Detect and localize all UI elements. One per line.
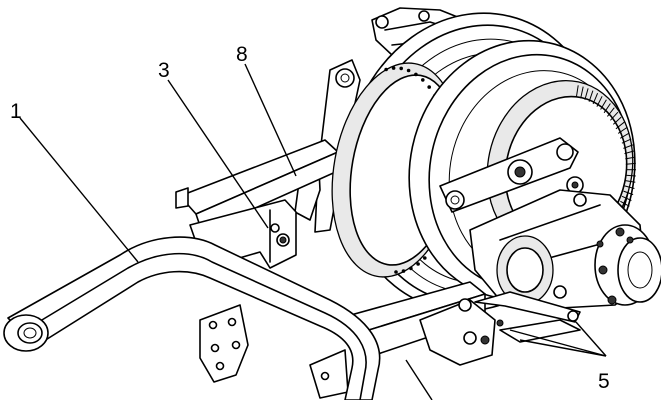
gear-tooth xyxy=(612,116,622,125)
gear-tooth xyxy=(607,107,615,117)
tube-frame-1 xyxy=(3,236,381,400)
leader-lines xyxy=(19,63,607,400)
disc-hole xyxy=(384,67,388,72)
gear-tooth xyxy=(592,93,599,105)
callout-3: 3 xyxy=(158,59,170,82)
gear-tooth xyxy=(580,86,584,99)
gear-tooth xyxy=(625,162,636,165)
callout-1: 1 xyxy=(10,100,22,123)
gear-tooth xyxy=(619,132,630,139)
gear-tooth xyxy=(625,174,636,177)
mount-plate xyxy=(199,304,349,399)
disc-hole xyxy=(399,66,404,71)
disc-hole xyxy=(427,85,432,89)
gear-tooth xyxy=(625,156,636,160)
gear-tooth xyxy=(600,99,607,110)
disc-hole xyxy=(414,72,418,77)
gear-tooth xyxy=(617,127,628,134)
gear-tooth xyxy=(610,111,619,121)
disc-hole xyxy=(391,66,396,70)
disc-hole xyxy=(406,68,411,73)
gear-tooth xyxy=(603,103,611,114)
gear-tooth xyxy=(596,96,603,107)
gear-tooth xyxy=(623,144,634,149)
disc-hole xyxy=(409,266,413,271)
gear-tooth xyxy=(588,90,594,102)
gear-tooth xyxy=(625,180,636,183)
gear-tooth xyxy=(624,185,635,189)
gear-tooth xyxy=(621,195,632,201)
gear-tooth xyxy=(624,150,635,155)
disc-hole xyxy=(421,78,425,82)
disc-hole xyxy=(423,256,427,260)
brake-lever xyxy=(439,137,584,213)
gear-tooth xyxy=(623,190,634,196)
callout-8: 8 xyxy=(236,43,248,66)
gear-tooth xyxy=(620,200,630,207)
gear-tooth xyxy=(621,138,632,144)
disc-hole xyxy=(394,270,398,274)
disc-hole xyxy=(416,262,420,266)
gear-tooth xyxy=(584,88,589,100)
callout-5: 5 xyxy=(598,370,610,393)
bracket-5 xyxy=(474,291,581,343)
gear-tooth xyxy=(615,121,625,130)
axle-housing xyxy=(469,189,661,309)
gear-tooth xyxy=(575,85,579,98)
disc-hole xyxy=(401,269,406,273)
